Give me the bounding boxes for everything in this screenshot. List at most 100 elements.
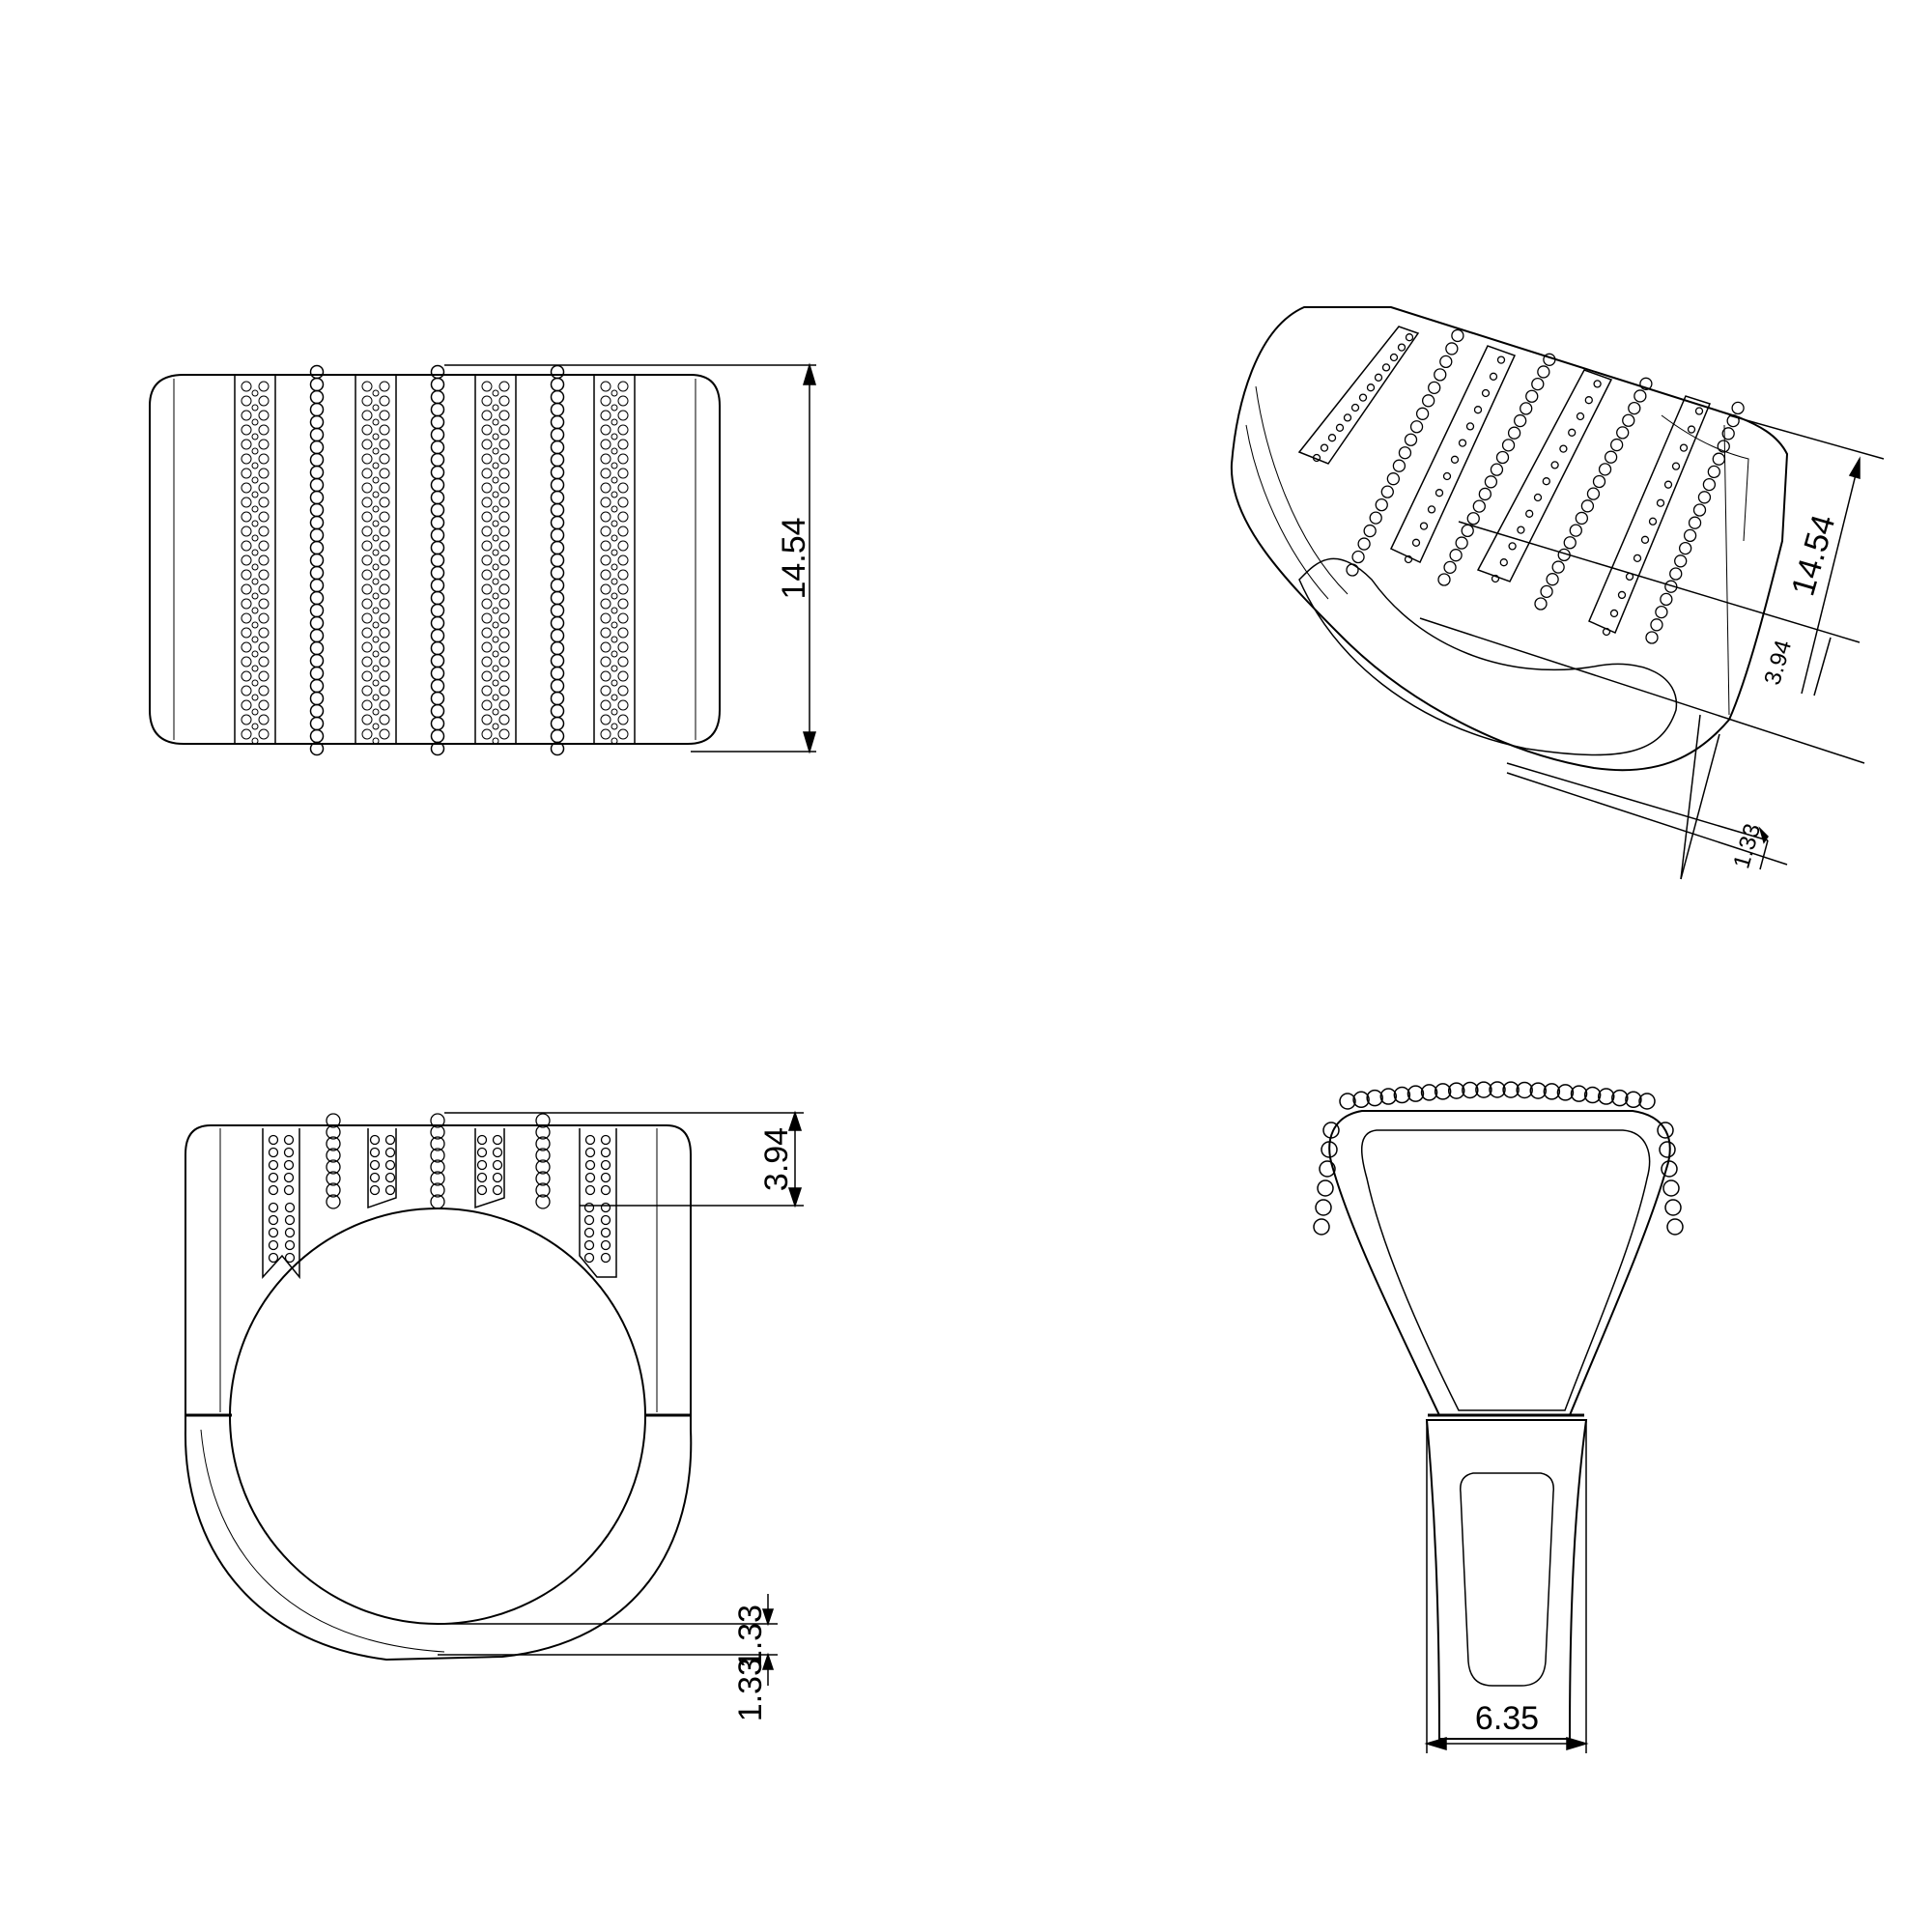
bead	[1437, 573, 1451, 586]
bead	[1520, 402, 1533, 415]
bead	[309, 691, 325, 706]
bead	[1551, 560, 1565, 574]
pave-stone	[1568, 428, 1577, 437]
pave-stone	[476, 1134, 488, 1146]
bead	[1321, 1141, 1338, 1158]
pave-stone	[611, 389, 618, 397]
top-view: 14.54	[149, 362, 817, 756]
pave-stone	[611, 665, 618, 672]
pave-stone	[241, 627, 252, 639]
pave-stone	[498, 540, 510, 552]
bead	[550, 540, 565, 555]
pave-stone	[1576, 412, 1585, 421]
bead	[1638, 1093, 1656, 1110]
pave-stone	[241, 569, 252, 581]
front-view-shank-outer-label: 1.33	[732, 1658, 769, 1721]
bead	[550, 377, 565, 392]
pave-stone	[584, 1159, 596, 1171]
bead	[326, 1113, 341, 1128]
pave-stone	[481, 569, 493, 581]
bead	[550, 364, 565, 380]
pave-stone	[1442, 471, 1452, 481]
top-view-outline	[149, 374, 721, 745]
bead	[430, 527, 445, 543]
pave-stone	[1366, 384, 1376, 392]
bead	[1683, 528, 1697, 543]
bead	[1447, 1082, 1465, 1099]
pave-stone	[481, 482, 493, 494]
bead	[430, 553, 445, 568]
bead	[430, 1124, 445, 1140]
pave-stone	[372, 418, 380, 426]
bead	[550, 653, 565, 668]
pave-stone	[481, 627, 493, 639]
pave-stone	[1312, 453, 1321, 463]
pave-stone	[583, 1214, 595, 1226]
bead	[550, 603, 565, 618]
pave-stone	[1404, 554, 1413, 564]
pave-stone	[476, 1159, 488, 1171]
bead	[1611, 1089, 1629, 1107]
pave-stone	[617, 641, 629, 653]
pave-stone	[361, 424, 373, 436]
pave-stone	[369, 1184, 381, 1196]
pave-stone	[251, 592, 259, 600]
iso-dimension-depth-label: 3.94	[1759, 638, 1797, 688]
bead	[1443, 560, 1457, 574]
bead	[1449, 549, 1463, 562]
bead	[430, 578, 445, 593]
pave-stone	[498, 439, 510, 450]
bead	[550, 628, 565, 643]
pave-stone	[600, 453, 611, 465]
pave-stone	[1648, 517, 1658, 526]
bead	[1586, 487, 1601, 500]
bead	[550, 691, 565, 706]
pave-stone	[611, 476, 618, 484]
pave-stone	[284, 1214, 296, 1226]
pave-stone	[617, 554, 629, 566]
pave-stone	[251, 650, 259, 658]
bead	[430, 490, 445, 505]
bead	[1556, 1084, 1575, 1101]
pave-stone	[268, 1184, 279, 1196]
bead	[1322, 1122, 1340, 1139]
pave-stone	[617, 598, 629, 610]
pave-stone	[283, 1172, 295, 1183]
bead	[309, 603, 325, 618]
bead	[1692, 503, 1707, 517]
bead	[1570, 1085, 1588, 1102]
iso-dimension-height-label: 14.54	[1784, 511, 1842, 600]
pave-stone	[379, 685, 390, 696]
bead	[1501, 439, 1516, 452]
pave-stone	[481, 439, 493, 450]
pave-stone	[379, 482, 390, 494]
side-view-shank	[1425, 1419, 1588, 1740]
pave-stone	[611, 650, 618, 658]
pave-stone	[372, 520, 380, 527]
bead	[1531, 377, 1545, 391]
pave-stone	[369, 1134, 381, 1146]
pave-stone	[361, 728, 373, 740]
bead	[1428, 381, 1441, 395]
bead	[430, 402, 445, 417]
pave-stone	[617, 714, 629, 725]
pave-stone	[611, 636, 618, 643]
pave-stone	[1481, 388, 1491, 398]
pave-stone	[617, 627, 629, 639]
pave-stone	[600, 395, 611, 407]
pave-stone	[1550, 461, 1559, 469]
pave-stone	[611, 737, 618, 745]
pave-stone	[498, 482, 510, 494]
pave-stone	[600, 670, 611, 682]
pave-stone	[600, 1134, 611, 1146]
bead	[430, 1148, 445, 1163]
bead	[550, 741, 565, 756]
pave-stone	[600, 526, 611, 537]
front-view-outline	[184, 1124, 693, 1662]
bead	[550, 553, 565, 568]
front-view-depth-label: 3.94	[758, 1127, 795, 1191]
pave-stone	[600, 641, 611, 653]
pave-stone	[1694, 407, 1704, 415]
pave-stone	[584, 1184, 596, 1196]
